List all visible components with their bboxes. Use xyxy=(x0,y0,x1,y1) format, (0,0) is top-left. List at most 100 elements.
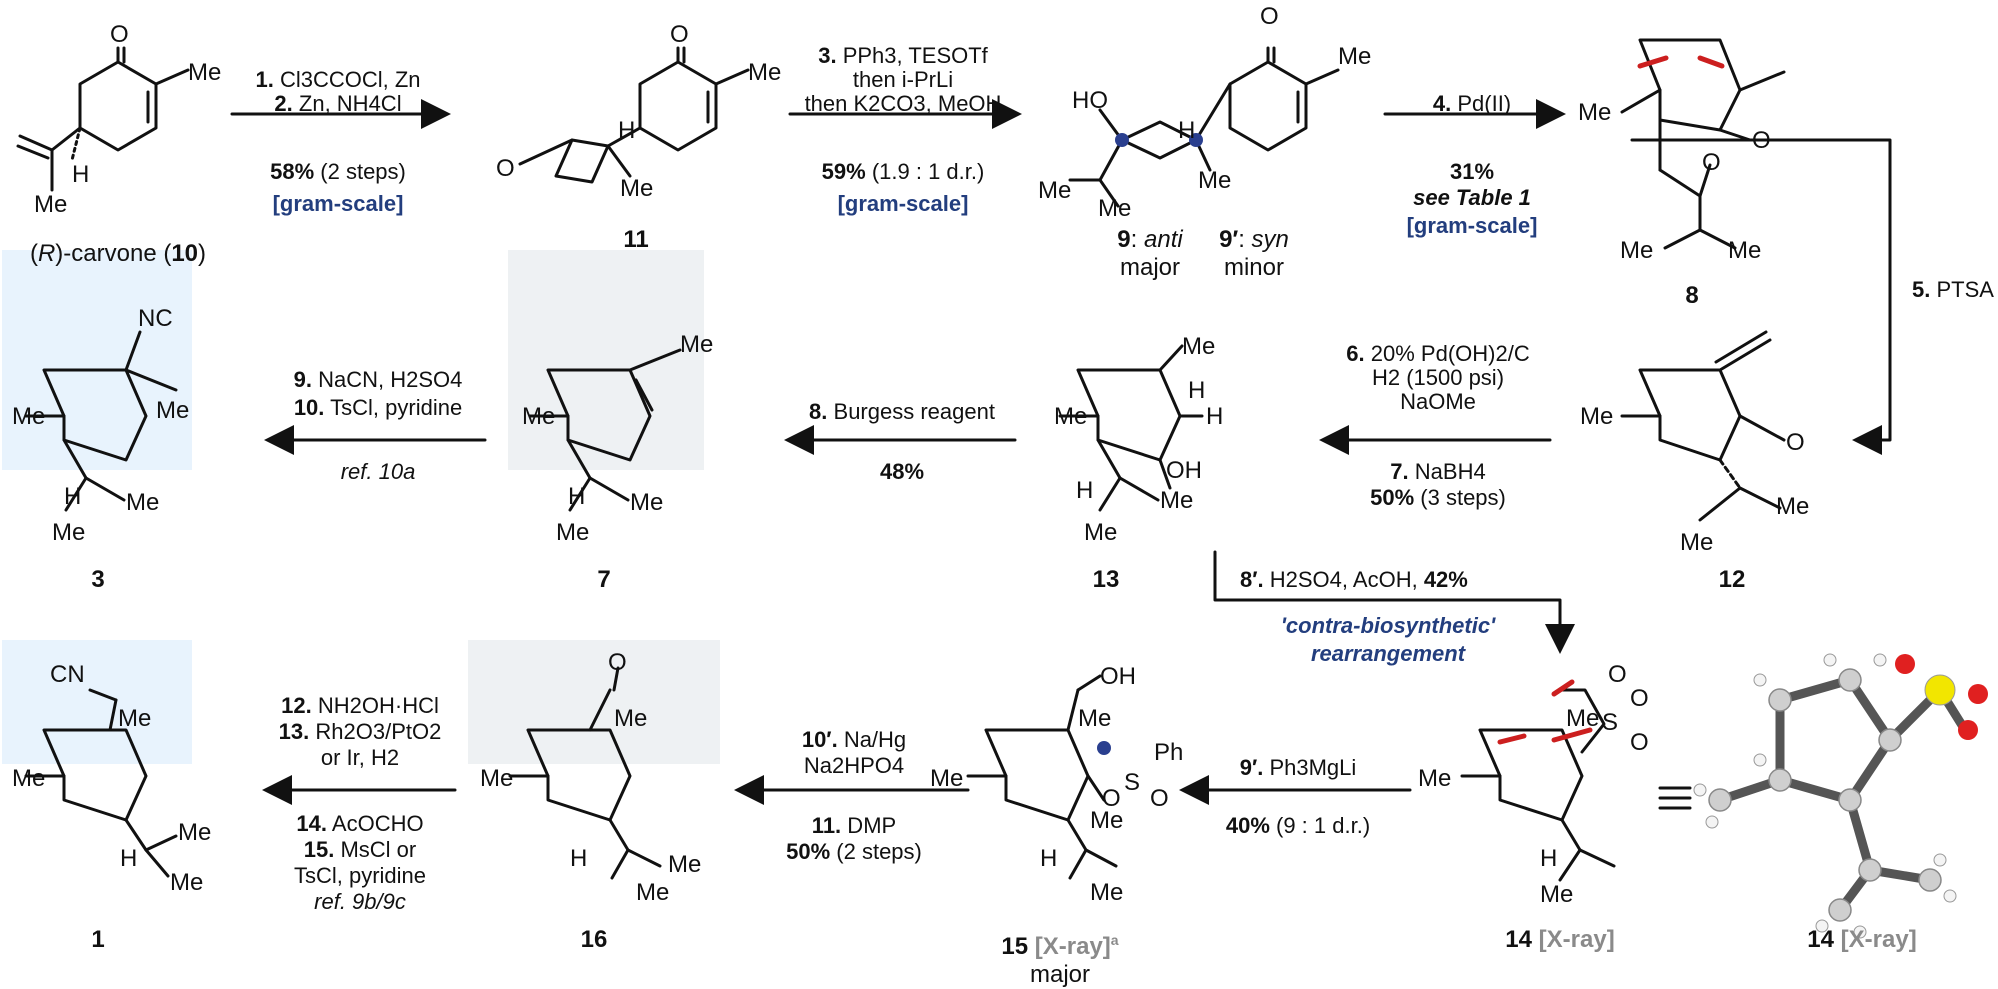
atom-nc-3: NC xyxy=(138,305,173,332)
structure-16 xyxy=(508,666,662,880)
stereocenter-dot xyxy=(1115,133,1129,147)
structure-13 xyxy=(1058,344,1204,512)
reagent-step-10-prime: 10′. Na/Hg xyxy=(801,727,907,752)
atom-h-14: H xyxy=(1540,845,1558,872)
reagent-step-15-b: TsCl, pyridine xyxy=(293,863,427,888)
reagent-step-10-prime-b: Na2HPO4 xyxy=(803,753,905,778)
atom-s-14: S xyxy=(1602,709,1619,736)
compound-label-12: 12 xyxy=(1718,566,1746,593)
atom-me-7-d: Me xyxy=(556,519,590,546)
reference-10a: ref. 10a xyxy=(340,459,416,484)
structure-1 xyxy=(24,688,178,878)
compound-label-16: 16 xyxy=(580,926,608,953)
atom-h-7: H xyxy=(568,483,586,510)
atom-o-11: O xyxy=(670,21,689,48)
reagent-step-6-c: NaOMe xyxy=(1400,389,1476,414)
structure-11 xyxy=(518,46,750,184)
atom-o-8-b: O xyxy=(1702,149,1721,176)
reagent-step-14: 14. AcOCHO xyxy=(296,811,424,836)
atom-me-8-c: Me xyxy=(1728,237,1762,264)
stereocenter-dot xyxy=(1097,741,1111,755)
atom-me-11-b: Me xyxy=(620,175,654,202)
compound-label-8: 8 xyxy=(1685,282,1699,309)
atom-me-12: Me xyxy=(1580,403,1614,430)
reagent-step-3-c: then K2CO3, MeOH xyxy=(804,91,1002,116)
atom-me-16-b: Me xyxy=(480,765,514,792)
compound-label-14: 14 [X-ray] xyxy=(1505,926,1615,953)
atom-me-3-b: Me xyxy=(156,397,190,424)
atom-h-16: H xyxy=(570,845,588,872)
reagent-step-6-b: H2 (1500 psi) xyxy=(1371,365,1505,390)
compound-label-14-model: 14 [X-ray] xyxy=(1807,926,1917,953)
reagent-step-4: 4. Pd(II) xyxy=(1432,91,1512,116)
atom-me-16: Me xyxy=(614,705,648,732)
atom-me-9-c: Me xyxy=(1098,195,1132,222)
atom-h-11: H xyxy=(618,117,636,144)
atom-me-15: Me xyxy=(1078,705,1112,732)
yield-steps-6-7: 50% (3 steps) xyxy=(1370,485,1506,510)
reagent-step-1: 1. Cl3CCOCl, Zn xyxy=(255,67,421,92)
reagent-step-12: 12. NH2OH·HCl xyxy=(281,693,439,718)
atom-ph-15: Ph xyxy=(1154,739,1184,766)
atom-me-13: Me xyxy=(1054,403,1088,430)
atom-o-9: O xyxy=(1260,3,1279,30)
yield-step-9-prime: 40% (9 : 1 d.r.) xyxy=(1225,813,1371,838)
panel-compound-16 xyxy=(468,640,720,764)
atom-oh-13: OH xyxy=(1166,457,1202,484)
atom-me-8-b: Me xyxy=(1620,237,1654,264)
atom-o-15: O xyxy=(1102,785,1121,812)
atom-me-7: Me xyxy=(522,403,556,430)
atom-o-carvone: O xyxy=(110,21,129,48)
reagent-step-11: 11. DMP xyxy=(811,813,897,838)
atom-me-8: Me xyxy=(1578,99,1612,126)
atom-me-15-c: Me xyxy=(1090,807,1124,834)
panel-compound-3 xyxy=(2,250,192,470)
atom-me-carvone: Me xyxy=(188,59,222,86)
atom-me-13-b: Me xyxy=(1182,333,1216,360)
atom-o-14-b: O xyxy=(1630,685,1649,712)
yield-steps-10-11: 50% (2 steps) xyxy=(786,839,922,864)
atom-me-14-c: Me xyxy=(1540,881,1574,908)
atom-me-14-b: Me xyxy=(1418,765,1452,792)
panel-compound-1 xyxy=(2,640,192,764)
gram-scale-tag-2: [gram-scale] xyxy=(837,191,969,216)
atom-me-7-b: Me xyxy=(680,331,714,358)
compound-label-11: 11 xyxy=(623,226,649,253)
reagent-step-9: 9. NaCN, H2SO4 xyxy=(293,367,463,392)
structure-carvone xyxy=(16,46,190,192)
atom-me-13-c: Me xyxy=(1160,487,1194,514)
yield-steps-1-2: 58% (2 steps) xyxy=(270,159,406,184)
atom-o-16: O xyxy=(608,649,627,676)
atom-me-12-b: Me xyxy=(1680,529,1714,556)
atom-me-7-c: Me xyxy=(630,489,664,516)
atom-me-15-d: Me xyxy=(1090,879,1124,906)
atom-me-carvone-2: Me xyxy=(34,191,68,218)
atom-o-14: O xyxy=(1608,661,1627,688)
yield-step-3: 59% (1.9 : 1 d.r.) xyxy=(821,159,985,184)
compound-label-7: 7 xyxy=(597,566,611,593)
gram-scale-tag-1: [gram-scale] xyxy=(272,191,404,216)
atom-h-carvone: H xyxy=(72,161,90,188)
atom-h-3: H xyxy=(64,483,82,510)
atom-cn-1: CN xyxy=(50,661,85,688)
atom-me-9: Me xyxy=(1338,43,1372,70)
atom-h-1: H xyxy=(120,845,138,872)
reagent-step-2: 2. Zn, NH4Cl xyxy=(274,91,402,116)
reagent-step-6: 6. 20% Pd(OH)2/C xyxy=(1346,341,1530,366)
atom-me-1-c: Me xyxy=(178,819,212,846)
arrow-step-5 xyxy=(1630,138,1892,455)
reagent-step-3: 3. PPh3, TESOTf xyxy=(818,43,988,68)
structure-8 xyxy=(1620,38,1786,250)
atom-o-11-b: O xyxy=(496,155,515,182)
atom-me-13-d: Me xyxy=(1084,519,1118,546)
atom-s-15: S xyxy=(1124,769,1141,796)
structure-12 xyxy=(1620,330,1786,522)
atom-ho-9: HO xyxy=(1072,87,1108,114)
xray-ball-and-stick-model xyxy=(1693,653,1988,939)
reagent-step-5: 5. PTSA xyxy=(1912,277,1994,302)
atom-h-13-c: H xyxy=(1076,477,1094,504)
structure-3 xyxy=(24,330,178,512)
